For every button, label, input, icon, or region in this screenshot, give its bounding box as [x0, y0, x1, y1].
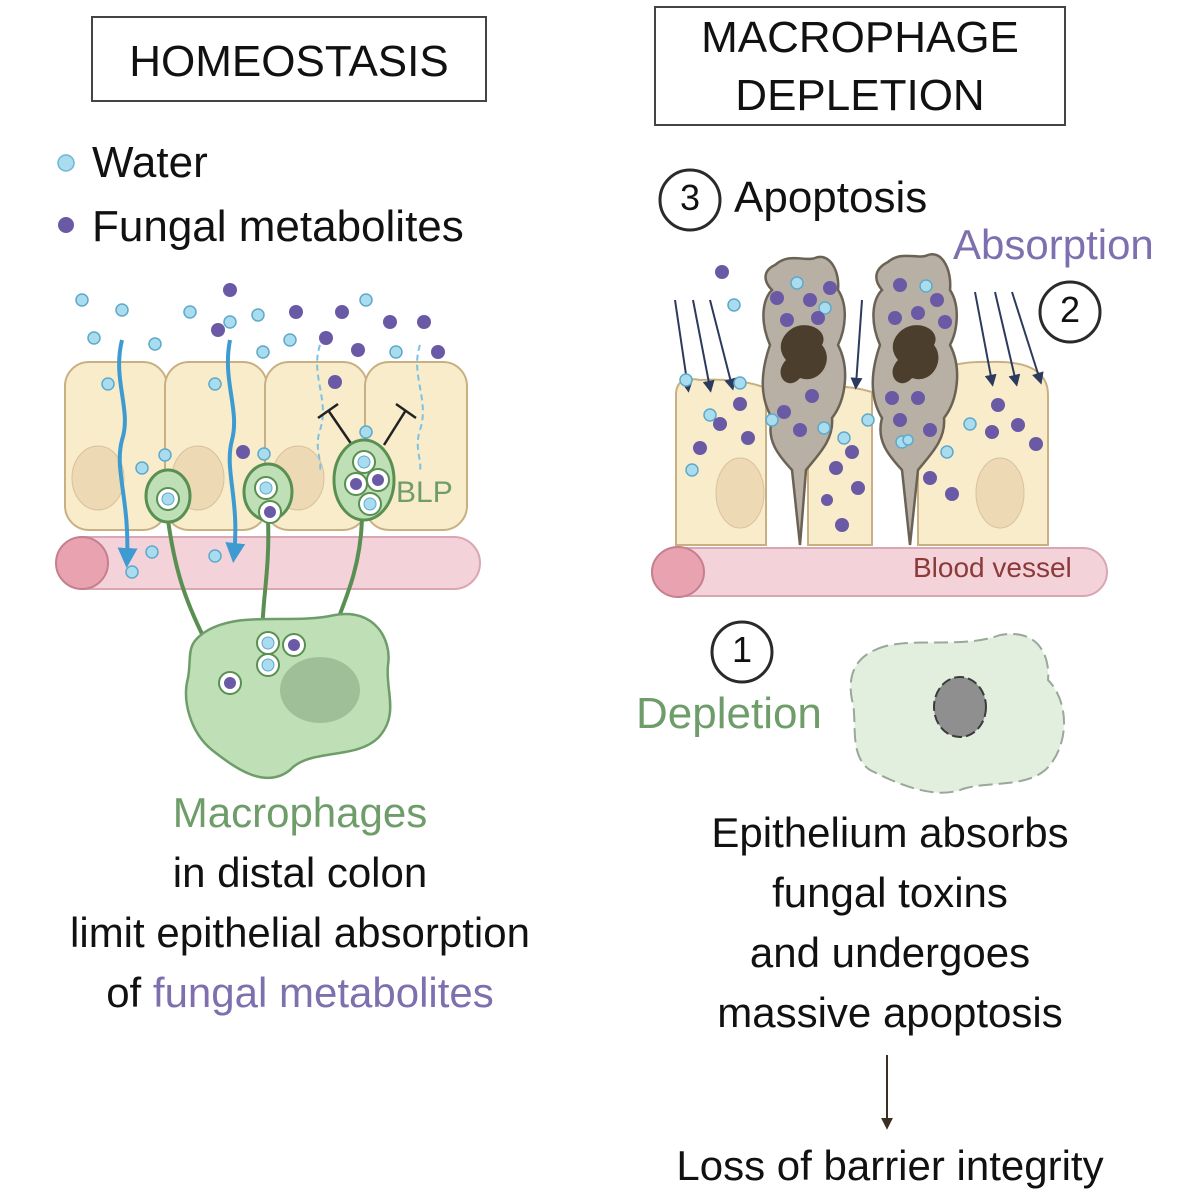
step2-circle [1038, 280, 1102, 344]
step1-number: 1 [731, 629, 753, 670]
macrophage-depletion-title-line1: MACROPHAGE [701, 13, 1019, 62]
right-fungal-particles [693, 265, 1043, 532]
left-caption-line3: limit epithelial absorption [70, 909, 530, 956]
water-legend-dot [57, 154, 75, 172]
left-caption-line2: in distal colon [172, 849, 428, 896]
left-water-particles [75, 293, 403, 579]
macrophage-depletion-title-line2: DEPLETION [735, 71, 985, 120]
left-caption-line4-prefix: of [106, 969, 153, 1016]
homeostasis-title: HOMEOSTASIS [129, 37, 449, 86]
step2-label: Absorption [953, 221, 1154, 268]
right-caption-line3: and undergoes [749, 929, 1031, 976]
legend-fungal-label: Fungal metabolites [92, 202, 464, 251]
left-caption-fungal-metabolites: fungal metabolites [152, 969, 494, 1016]
step1-circle [710, 620, 774, 684]
right-caption-line2: fungal toxins [772, 869, 1008, 916]
left-fungal-particles [211, 283, 445, 459]
vesicles [156, 450, 390, 695]
left-caption-macrophages: Macrophages [172, 789, 428, 836]
step3-label: Apoptosis [734, 173, 928, 222]
outcome-label: Loss of barrier integrity [676, 1142, 1104, 1189]
fungal-legend-dot [58, 217, 74, 233]
legend-water-label: Water [92, 138, 208, 187]
right-epithelium [651, 253, 1108, 1130]
blp-label: BLP [396, 476, 453, 509]
left-epithelium [55, 339, 481, 780]
homeostasis-title-box [91, 16, 487, 102]
step1-label: Depletion [636, 689, 822, 738]
right-water-particles [679, 276, 977, 477]
step2-number: 2 [1059, 289, 1081, 330]
right-caption-line1: Epithelium absorbs [711, 809, 1069, 856]
left-caption-line4: of fungal metabolites [10, 972, 590, 1014]
right-caption-line4: massive apoptosis [717, 989, 1063, 1036]
step3-number: 3 [679, 177, 701, 218]
step3-circle [658, 168, 722, 232]
blood-vessel-label: Blood vessel [913, 552, 1072, 583]
macrophage-depletion-title-box [654, 6, 1066, 126]
